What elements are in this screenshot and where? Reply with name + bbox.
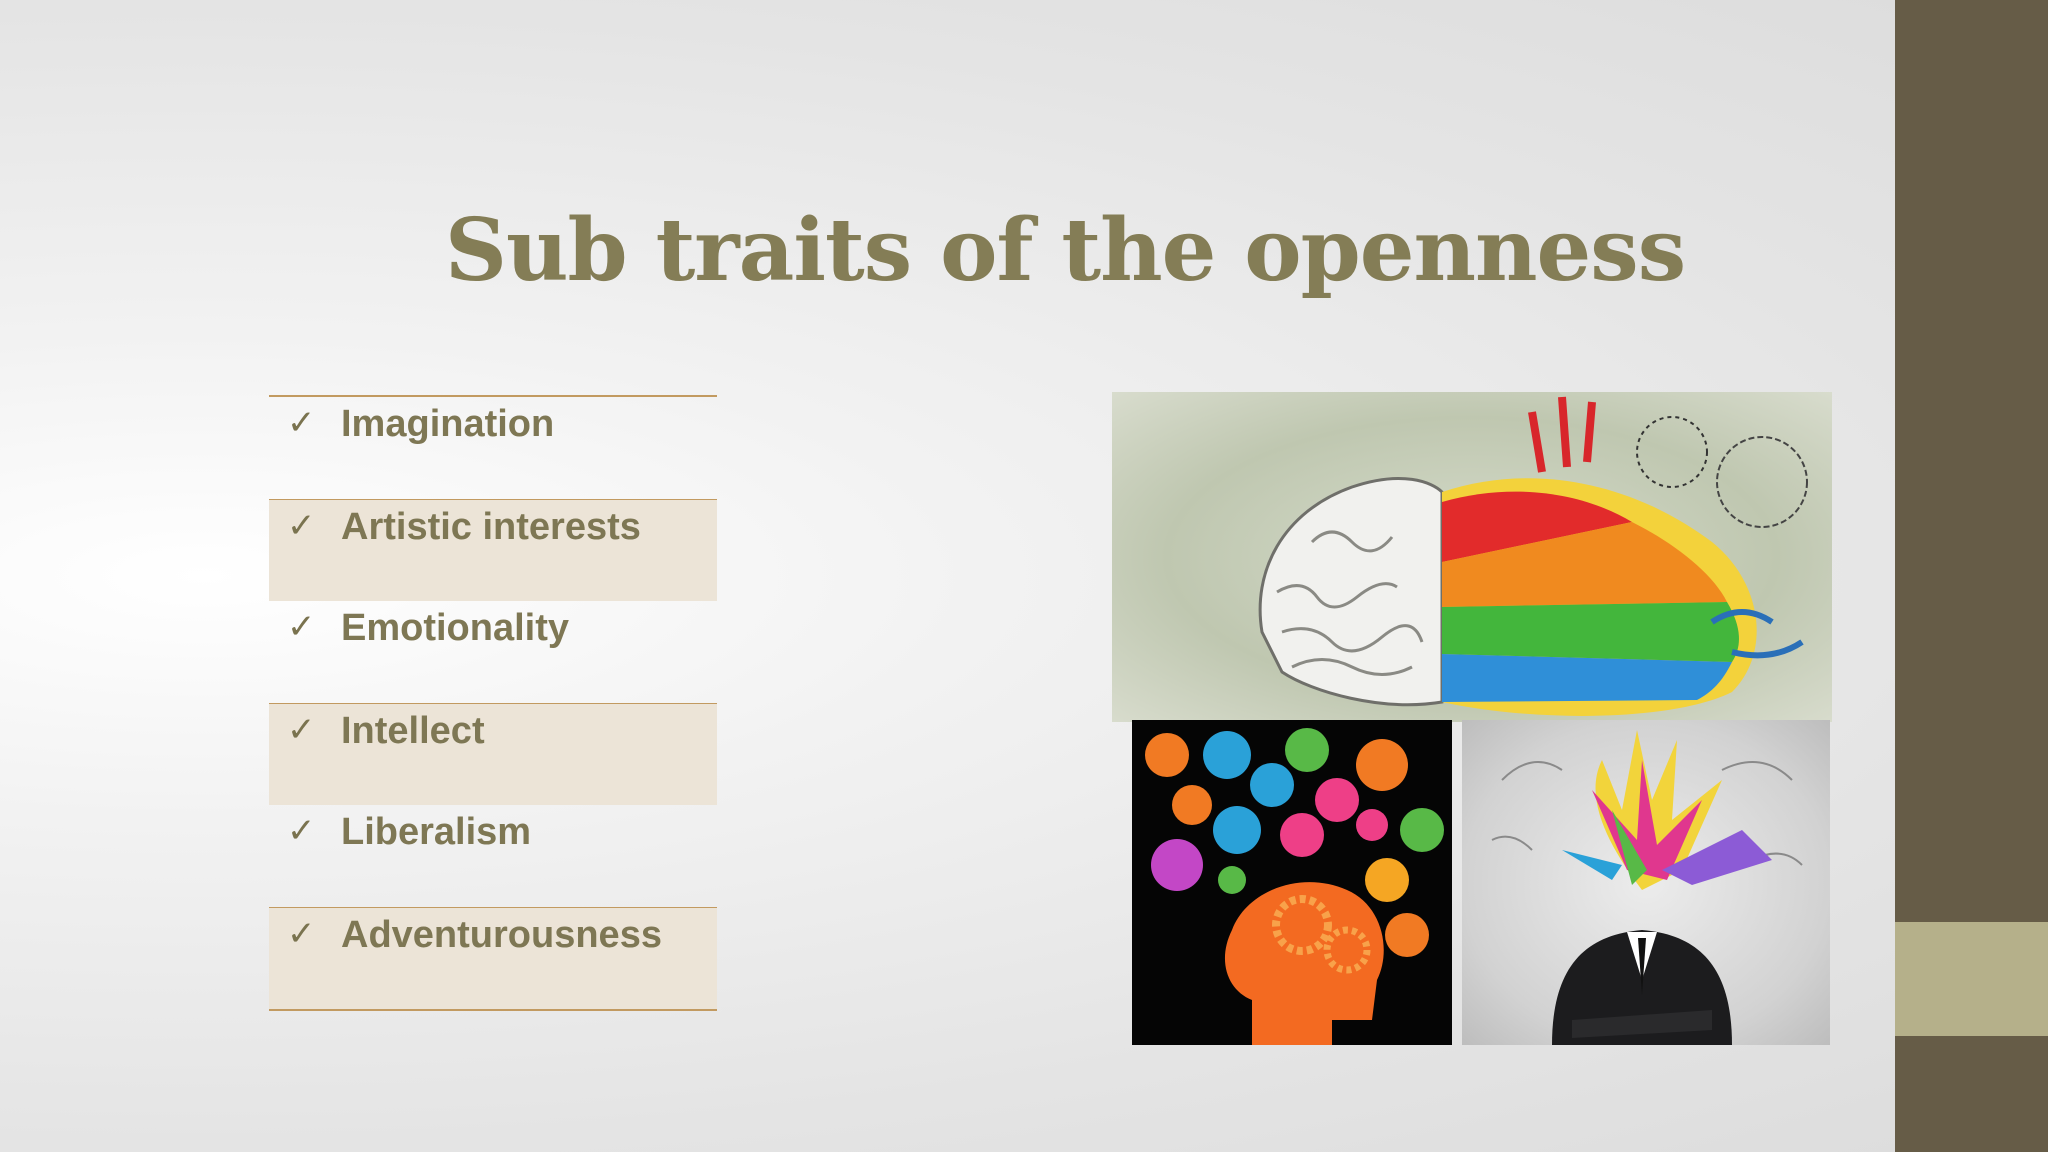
checkmark-icon: ✓ bbox=[287, 710, 316, 750]
slide-title: Sub traits of the openness bbox=[444, 200, 1686, 301]
checkmark-icon: ✓ bbox=[287, 403, 316, 443]
list-item: ✓ Imagination bbox=[269, 397, 717, 499]
list-item: ✓ Liberalism bbox=[269, 805, 717, 907]
sidebar-accent-decoration bbox=[1895, 922, 2048, 1036]
checkmark-icon: ✓ bbox=[287, 914, 316, 954]
checkmark-icon: ✓ bbox=[287, 607, 316, 647]
list-item: ✓ Artistic interests bbox=[269, 499, 717, 601]
brain-colorful-image bbox=[1112, 392, 1832, 722]
checkmark-icon: ✓ bbox=[287, 506, 316, 546]
trait-label: Intellect bbox=[341, 710, 485, 752]
trait-label: Emotionality bbox=[341, 607, 570, 649]
head-icons-image bbox=[1132, 720, 1452, 1045]
trait-label: Adventurousness bbox=[341, 914, 662, 956]
trait-list: ✓ Imagination ✓ Artistic interests ✓ Emo… bbox=[269, 395, 717, 1011]
man-exploding-head-image bbox=[1462, 720, 1830, 1045]
checkmark-icon: ✓ bbox=[287, 811, 316, 851]
list-item: ✓ Intellect bbox=[269, 703, 717, 805]
trait-label: Liberalism bbox=[341, 811, 532, 853]
trait-label: Artistic interests bbox=[341, 506, 641, 548]
list-item: ✓ Adventurousness bbox=[269, 907, 717, 1009]
trait-label: Imagination bbox=[341, 403, 555, 445]
list-item: ✓ Emotionality bbox=[269, 601, 717, 703]
slide: Sub traits of the openness ✓ Imagination… bbox=[269, 200, 1832, 1045]
